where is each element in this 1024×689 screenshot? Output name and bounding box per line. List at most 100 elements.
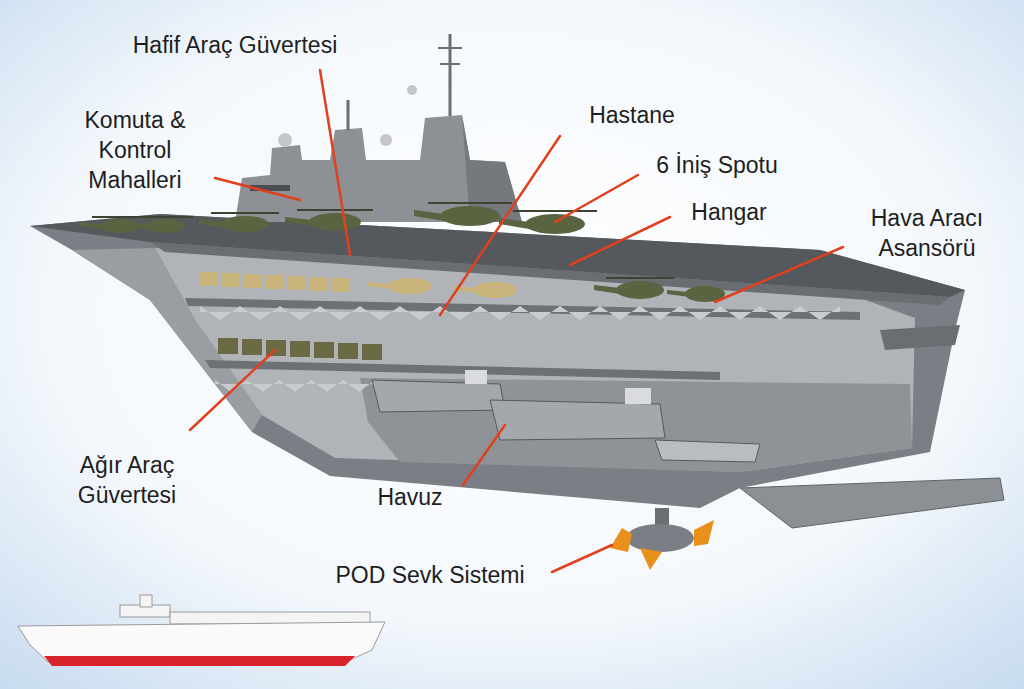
leader-lines: [215, 178, 300, 200]
callout-label: Hangar: [691, 197, 766, 227]
ship-silhouette: [44, 656, 355, 666]
light-vehicles: [200, 272, 350, 292]
callout-label: Havuz: [377, 482, 442, 512]
deck-helicopters: [414, 210, 444, 221]
hull-side: [72, 248, 262, 432]
leader-lines: [463, 425, 505, 485]
island-body: [235, 115, 522, 222]
pod-propulsion: [640, 548, 662, 570]
pod-propulsion: [626, 524, 694, 552]
deck-helicopters: [297, 209, 373, 211]
light-vehicles: [266, 275, 284, 289]
deck-helicopters: [125, 222, 147, 229]
heavy-vehicles: [266, 340, 286, 356]
pod-propulsion: [655, 508, 669, 526]
deck-helicopters: [221, 216, 269, 232]
deck-helicopters: [80, 203, 597, 234]
heavy-vehicles: [338, 343, 358, 359]
deck-floor: [185, 298, 860, 320]
landing-craft: [655, 440, 760, 462]
hangar-ceiling: [150, 242, 950, 305]
landing-craft: [372, 370, 760, 462]
deck-helicopters: [80, 217, 148, 233]
light-vehicles: [310, 277, 328, 291]
light-vehicles: [200, 272, 218, 286]
hangar-helicopters: [616, 281, 664, 299]
deck-helicopters: [414, 203, 512, 226]
landing-craft: [490, 400, 665, 440]
hangar-helicopters: [388, 278, 432, 294]
frames: [200, 306, 840, 320]
landing-craft: [372, 380, 505, 412]
deck-helicopters: [525, 214, 585, 234]
deck-helicopters: [80, 222, 102, 229]
heavy-vehicles: [242, 339, 262, 355]
deck-helicopters: [285, 210, 373, 231]
mast: [347, 100, 350, 130]
hull: [30, 214, 1004, 528]
callout-label: Hastane: [589, 100, 675, 130]
deck-helicopters: [145, 219, 185, 233]
heavy-vehicles: [290, 341, 310, 357]
pod-propulsion: [694, 520, 714, 546]
deck-helicopters: [125, 217, 193, 233]
ship-silhouette: [140, 595, 152, 607]
heavy-vehicles: [218, 338, 382, 360]
heavy-vehicles: [362, 344, 382, 360]
pod-propulsion: [610, 508, 714, 570]
deck-helicopters: [440, 206, 500, 226]
hangar-helicopters: [368, 278, 725, 302]
callout-label: Ağır Araç Güvertesi: [62, 450, 192, 510]
heavy-deck-floor: [205, 360, 720, 380]
radome: [278, 133, 292, 147]
radome: [407, 85, 417, 95]
radome: [380, 134, 392, 146]
hangar-helicopters: [368, 282, 392, 289]
hangar-helicopters: [594, 285, 620, 294]
leader-lines: [570, 217, 670, 265]
mast: [438, 47, 462, 49]
leader-lines: [715, 247, 843, 302]
ship-silhouette: [18, 595, 385, 666]
heavy-vehicles: [218, 338, 238, 354]
deck-helicopters: [199, 213, 279, 232]
deck-helicopters: [513, 210, 597, 212]
frames: [215, 380, 375, 392]
light-vehicles: [244, 274, 262, 288]
hangar-helicopters: [473, 282, 517, 298]
landing-craft: [625, 388, 651, 404]
mast: [440, 63, 460, 65]
deck-helicopters: [285, 217, 313, 226]
light-vehicles: [222, 273, 240, 287]
hangar-helicopters: [667, 290, 689, 297]
leader-lines: [440, 136, 560, 315]
deck-helicopters: [137, 216, 193, 218]
deck-helicopters: [428, 202, 512, 204]
callout-label: Hafif Araç Güvertesi: [133, 30, 338, 60]
mast: [449, 34, 452, 116]
callout-label: Hava Aracı Asansörü: [847, 203, 1007, 263]
leader-lines: [555, 175, 638, 222]
leader-lines: [190, 350, 275, 430]
hangar-helicopters: [453, 282, 517, 298]
well-dock: [360, 378, 912, 472]
leader-lines: [190, 70, 843, 572]
callout-label: Komuta & Kontrol Mahalleri: [70, 105, 200, 195]
hangar-helicopters: [667, 286, 725, 302]
hangar-helicopters: [368, 278, 432, 294]
light-vehicles: [332, 278, 350, 292]
deck-helicopters: [499, 211, 597, 234]
hangar-helicopters: [606, 277, 674, 279]
landing-craft: [465, 370, 487, 384]
leader-lines: [552, 545, 612, 572]
callout-label: POD Sevk Sistemi: [335, 560, 524, 590]
hangar-helicopters: [594, 278, 674, 299]
deck-helicopters: [309, 213, 361, 231]
light-vehicles: [288, 276, 306, 290]
pod-propulsion: [610, 528, 632, 552]
stern-door: [880, 325, 960, 350]
stern-ramp: [740, 478, 1004, 528]
deck-helicopters: [211, 212, 279, 214]
